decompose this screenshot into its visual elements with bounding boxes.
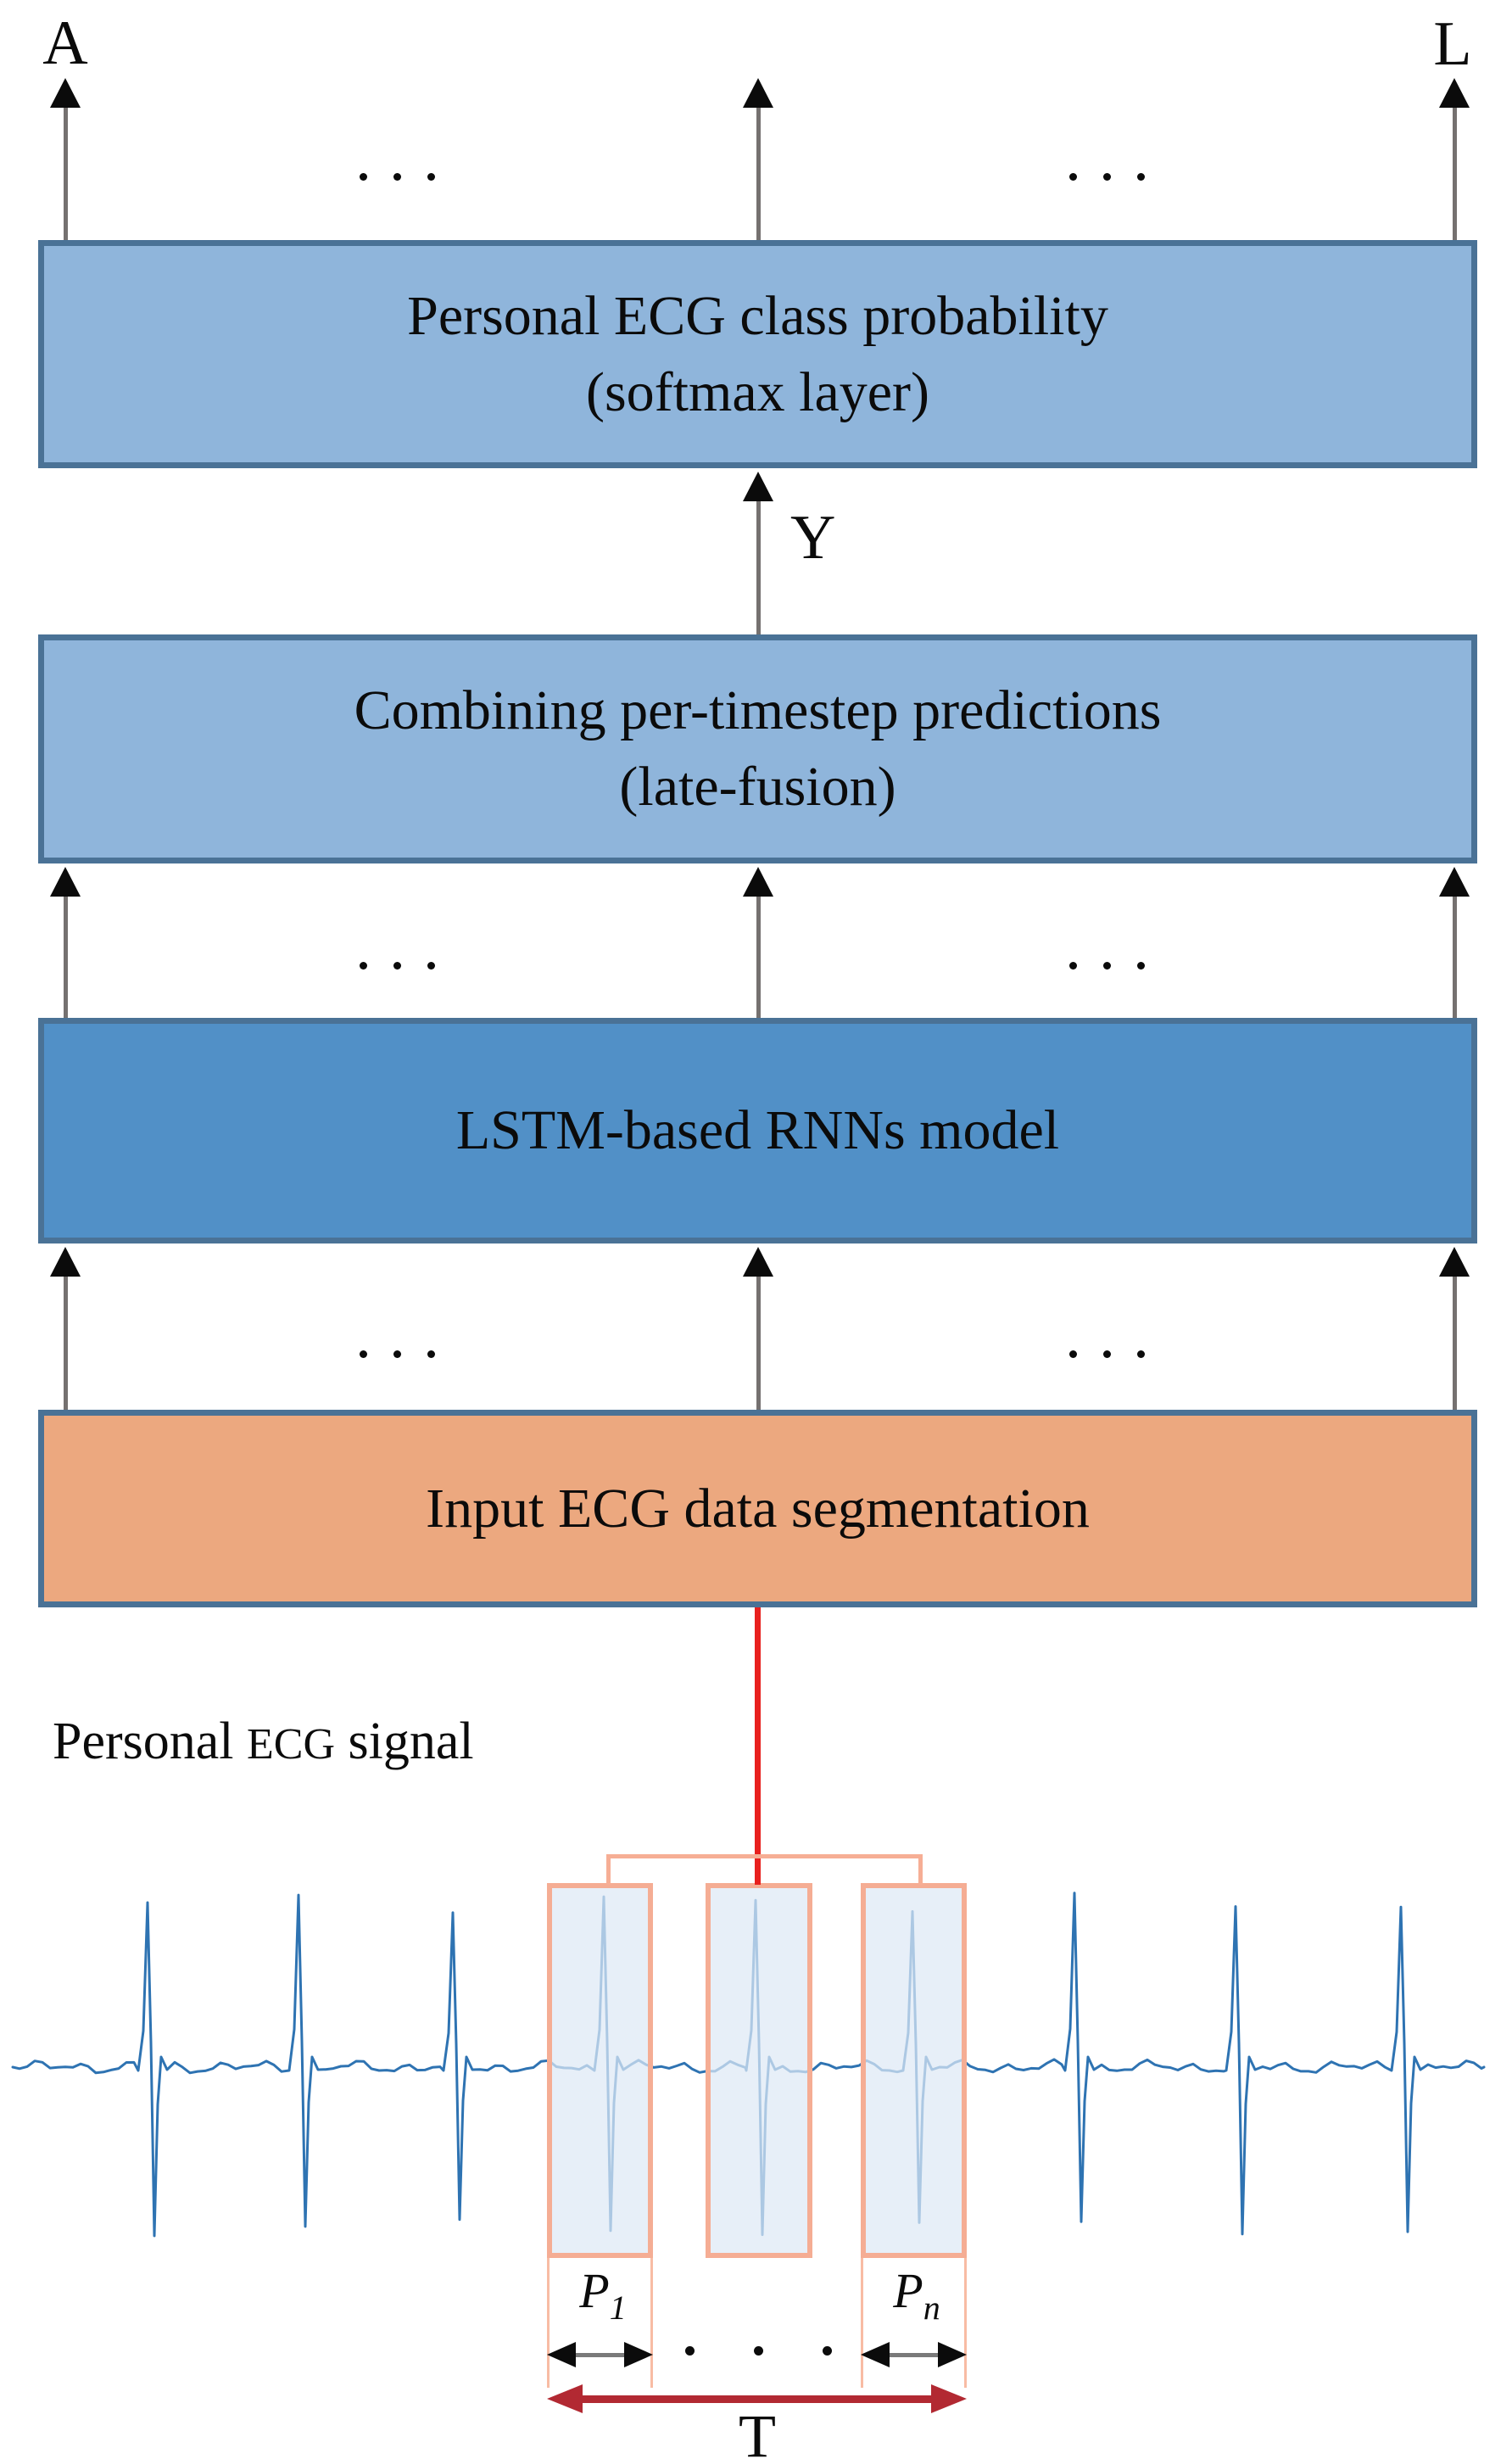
t-span-arrow — [547, 2384, 967, 2413]
arrow-head-icon — [50, 1247, 81, 1277]
lstm-out-arrow-left — [50, 867, 81, 1018]
segment-bracket-horizontal — [606, 1854, 923, 1858]
lstm-out-arrow-center — [743, 867, 773, 1018]
signal-label-pre: Personal — [53, 1713, 248, 1770]
box-lstm-line1: LSTM-based RNNs model — [455, 1099, 1060, 1161]
class-label-a: A — [42, 8, 88, 78]
class-label-l: L — [1433, 9, 1472, 79]
box-fusion-line2: (late-fusion) — [619, 756, 896, 818]
arrow-head-icon — [1439, 867, 1470, 897]
arrow-shaft — [1452, 897, 1457, 1018]
arrow-head-icon — [743, 1247, 773, 1277]
arrow-head-icon — [1439, 1247, 1470, 1277]
output-arrow-left — [50, 78, 81, 240]
arrow-head-right-icon — [624, 2342, 653, 2367]
segment-extension-line — [650, 2258, 653, 2388]
arrow-head-left-icon — [861, 2342, 890, 2367]
ellipsis-dots — [1069, 173, 1145, 181]
y-arrow-label: Y — [790, 503, 836, 573]
box-softmax-line1: Personal ECG class probability — [407, 284, 1108, 347]
arrow-head-icon — [743, 867, 773, 897]
y-arrow — [743, 472, 773, 634]
segment-pn-label: Pn — [893, 2263, 940, 2327]
segment-p1-label: P1 — [579, 2263, 627, 2327]
lstm-out-arrow-right — [1439, 867, 1470, 1018]
signal-label: Personal ECG signal — [53, 1715, 474, 1771]
arrow-head-left-icon — [547, 2342, 576, 2367]
arrow-shaft — [756, 897, 761, 1018]
arrow-shaft — [756, 1277, 761, 1410]
arrow-head-right-icon — [938, 2342, 967, 2367]
arrow-shaft — [756, 501, 761, 634]
arrow-head-right-icon — [931, 2384, 967, 2413]
box-lstm-model: LSTM-based RNNs model — [38, 1018, 1477, 1243]
signal-label-post: signal — [335, 1713, 474, 1770]
p1-width-arrow — [547, 2342, 653, 2367]
box-late-fusion: Combining per-timestep predictions (late… — [38, 634, 1477, 863]
arrow-shaft — [63, 1277, 68, 1410]
ellipsis-dots — [360, 962, 435, 970]
segment-extension-line — [547, 2258, 550, 2388]
arrow-shaft — [1452, 108, 1457, 240]
arrow-head-icon — [50, 867, 81, 897]
arrow-shaft — [63, 897, 68, 1018]
pn-width-arrow — [861, 2342, 967, 2367]
red-connector-line — [755, 1607, 761, 1885]
arrow-head-icon — [743, 472, 773, 501]
segment-window-mid — [706, 1883, 812, 2258]
segment-out-arrow-center — [743, 1247, 773, 1410]
segment-bracket-right-drop — [918, 1854, 923, 1885]
segment-out-arrow-left — [50, 1247, 81, 1410]
ellipsis-dots — [360, 173, 435, 181]
box-segmentation-line1: Input ECG data segmentation — [426, 1477, 1090, 1540]
t-span-label: T — [739, 2402, 776, 2459]
ellipsis-dots — [685, 2346, 832, 2356]
arrow-head-icon — [50, 78, 81, 108]
output-arrow-right — [1439, 78, 1470, 240]
segment-extension-line — [861, 2258, 863, 2388]
arrow-shaft — [63, 108, 68, 240]
ellipsis-dots — [360, 1350, 435, 1358]
segment-extension-line — [964, 2258, 967, 2388]
output-arrow-center — [743, 78, 773, 240]
ellipsis-dots — [1069, 962, 1145, 970]
arrow-head-left-icon — [547, 2384, 583, 2413]
box-softmax-line2: (softmax layer) — [586, 360, 929, 423]
box-fusion-line1: Combining per-timestep predictions — [354, 679, 1162, 741]
arrow-shaft — [1452, 1277, 1457, 1410]
arrow-head-icon — [1439, 78, 1470, 108]
segment-window-pn — [861, 1883, 967, 2258]
box-input-segmentation: Input ECG data segmentation — [38, 1410, 1477, 1607]
arrow-head-icon — [743, 78, 773, 108]
box-softmax-layer: Personal ECG class probability (softmax … — [38, 240, 1477, 468]
arrow-shaft — [756, 108, 761, 240]
signal-label-caps: ECG — [247, 1720, 336, 1769]
segment-window-p1 — [547, 1883, 653, 2258]
ellipsis-dots — [1069, 1350, 1145, 1358]
segment-bracket-left-drop — [606, 1854, 611, 1885]
segment-out-arrow-right — [1439, 1247, 1470, 1410]
